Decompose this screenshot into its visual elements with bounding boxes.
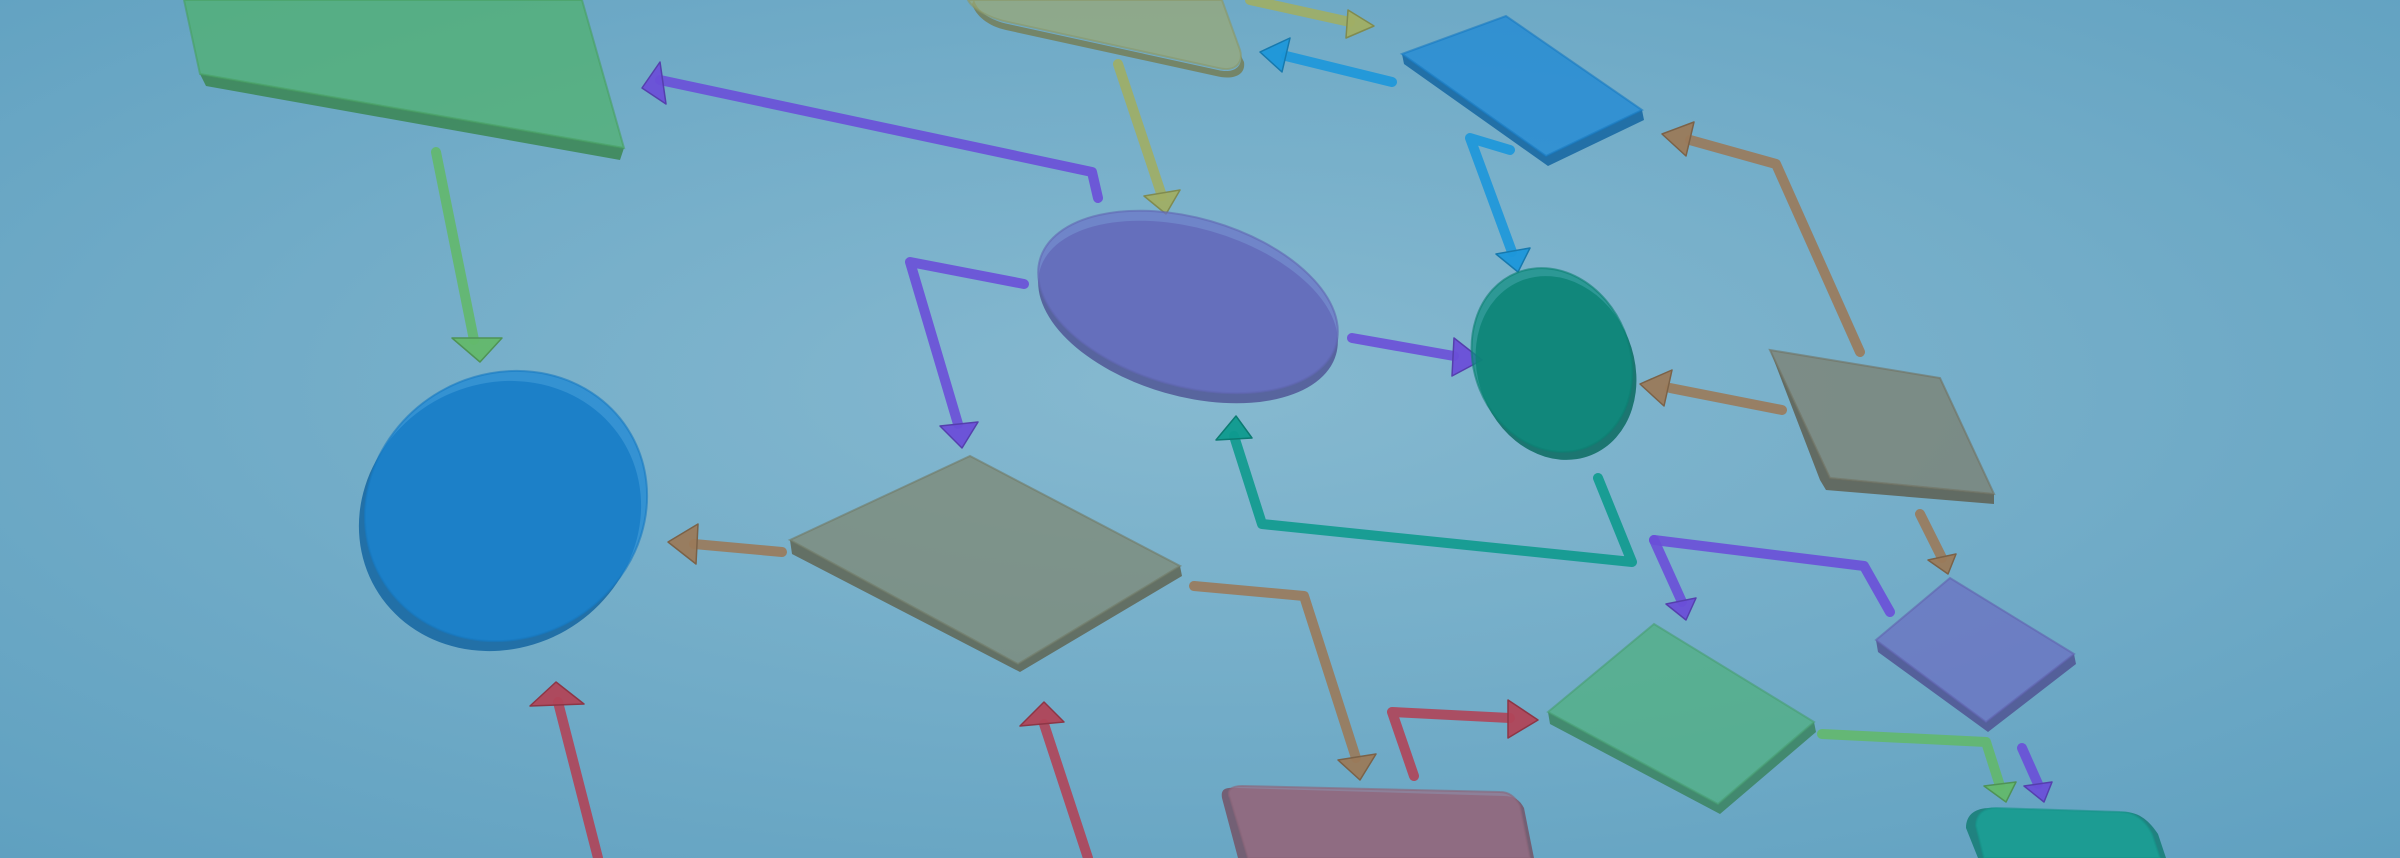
teal-block-bottom-right <box>1974 806 2162 858</box>
brown-arrow-down-right-head <box>1927 553 1957 575</box>
khaki-arrow-down <box>1113 59 1167 201</box>
green-parallelogram-top-left <box>182 0 626 150</box>
shape-group <box>182 0 2166 858</box>
green-elbow-arrow-down-head <box>1983 781 2017 803</box>
brown-arrow-left-right <box>1665 383 1787 415</box>
green-elbow-arrow-down <box>1817 729 2005 791</box>
purple-elbow-arrow-right <box>1649 535 1895 617</box>
brown-elbow-arrow-up <box>1685 135 1865 357</box>
purple-ellipse-center <box>1037 209 1339 395</box>
purple-diamond-far-right-side <box>1876 640 2076 732</box>
green-parallelogram-top-left-side <box>200 74 624 160</box>
olive-diamond-center <box>787 454 1183 666</box>
purple-elbow-arrow-down-head <box>939 421 979 449</box>
brown-elbow-arrow-down <box>1189 581 1361 763</box>
purple-arrow-right-head <box>1451 337 1483 377</box>
red-elbow-arrow-right <box>1387 707 1515 781</box>
red-arrow-up-center-head <box>1019 701 1065 727</box>
purple-arrow-down-small <box>2017 743 2043 789</box>
blue-diamond-top-right <box>1399 14 1644 158</box>
brown-arrow-down-right <box>1915 509 1947 563</box>
blue-ellipse-left <box>363 369 649 643</box>
purple-arrow-down-small-head <box>2023 781 2053 803</box>
teal-elbow-arrow-up-head <box>1215 415 1253 441</box>
arrow-group <box>431 0 2053 858</box>
brown-arrow-left-center-head <box>667 523 699 565</box>
brown-arrow-left-right-head <box>1639 369 1673 407</box>
brown-elbow-arrow-down-head <box>1337 753 1377 781</box>
teal-ellipse-right <box>1470 267 1634 453</box>
khaki-block-top-center <box>966 0 1242 70</box>
teal-elbow-arrow-up <box>1229 431 1637 567</box>
red-elbow-arrow-right-head <box>1507 699 1539 739</box>
blue-elbow-arrow-down <box>1465 133 1517 257</box>
green-diamond-lower-right-side <box>1548 712 1816 814</box>
red-arrow-up-left-head <box>529 681 585 707</box>
blue-arrow-left-top <box>1281 51 1397 87</box>
red-arrow-up-left <box>553 697 603 858</box>
green-arrow-down-head <box>451 337 503 363</box>
brown-elbow-arrow-up-head <box>1661 121 1695 157</box>
khaki-arrow-right-top-head <box>1345 9 1375 39</box>
maroon-block-bottom <box>1227 784 1532 858</box>
purple-arrow-to-parallelogram-head <box>641 61 667 105</box>
purple-elbow-arrow-down <box>905 257 1029 429</box>
purple-diamond-far-right <box>1874 576 2076 724</box>
purple-elbow-arrow-down-stub <box>1649 535 1687 607</box>
blue-elbow-arrow-down-head <box>1495 247 1531 273</box>
blue-diamond-top-right-side <box>1402 54 1644 166</box>
green-arrow-down <box>431 147 479 345</box>
olive-diamond-right <box>1768 348 1996 496</box>
purple-arrow-to-parallelogram <box>655 75 1103 203</box>
khaki-arrow-down-head <box>1143 189 1181 215</box>
blue-arrow-left-top-head <box>1259 37 1291 73</box>
green-diamond-lower-right <box>1546 622 1816 806</box>
purple-arrow-right <box>1347 333 1459 361</box>
khaki-arrow-right-top <box>1245 0 1355 27</box>
red-arrow-up-center <box>1039 719 1093 858</box>
brown-arrow-left-center <box>689 539 787 557</box>
purple-elbow-arrow-right-head <box>1665 597 1697 621</box>
